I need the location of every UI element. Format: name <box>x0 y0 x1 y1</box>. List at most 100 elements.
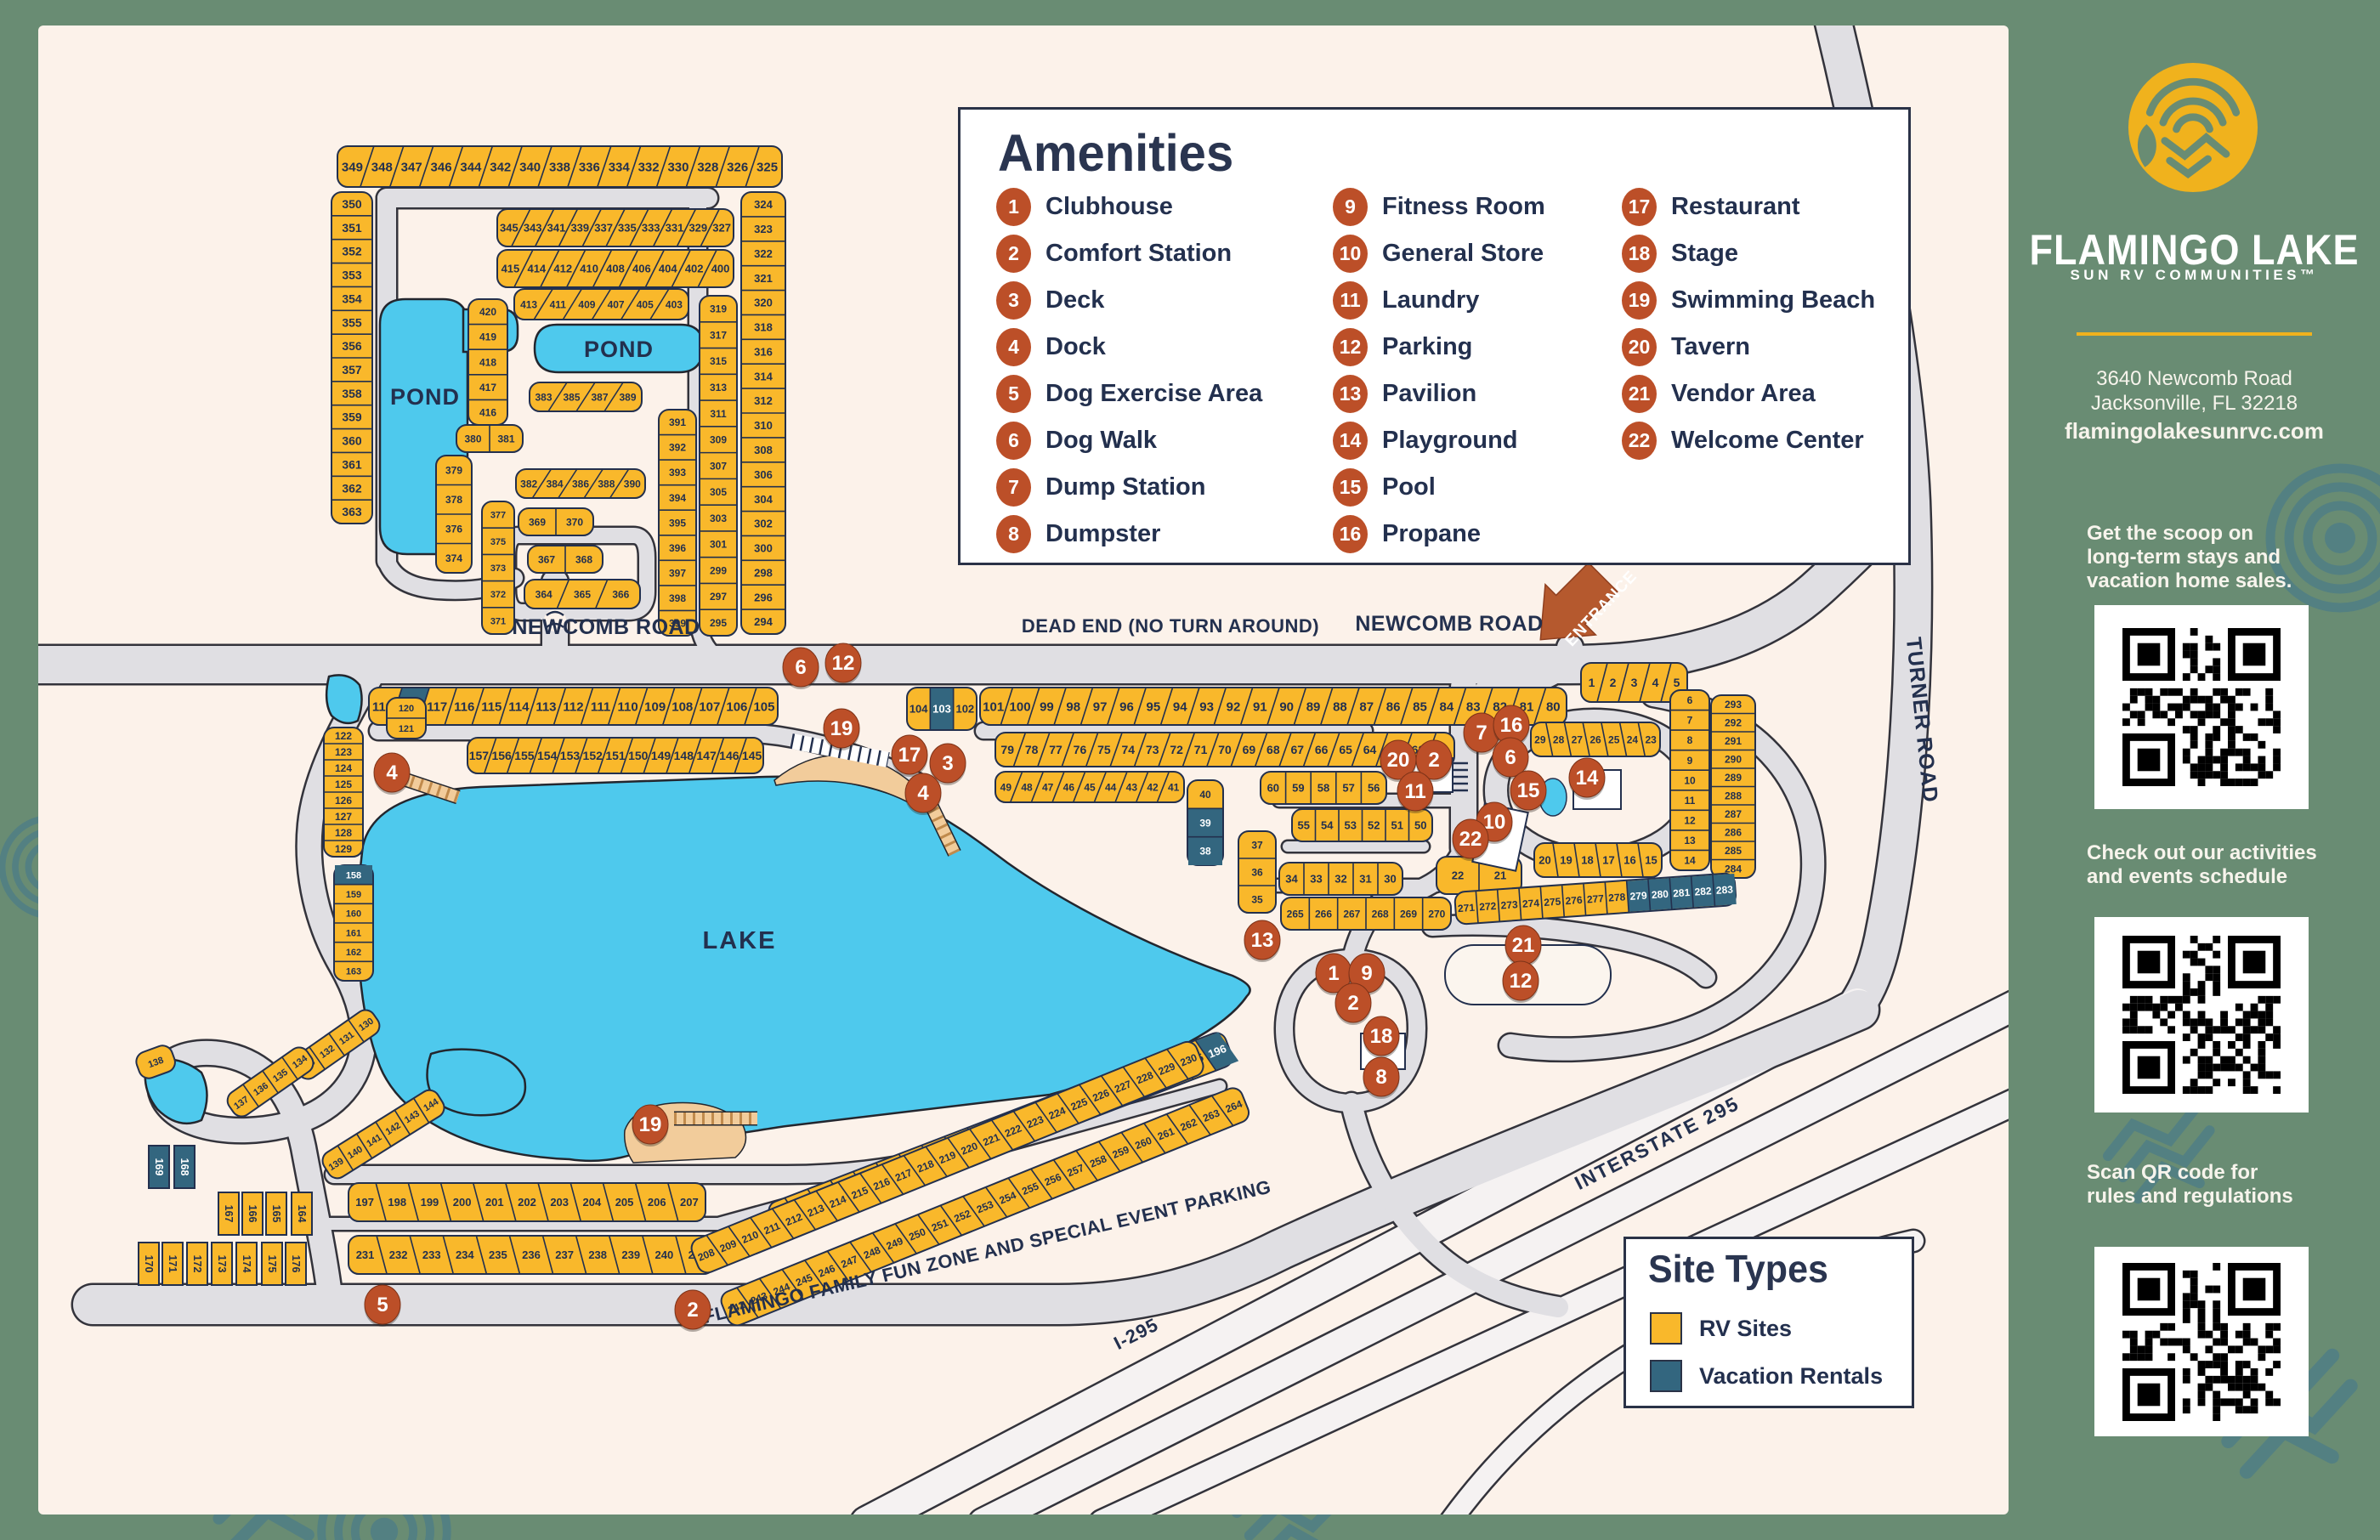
cell-divider <box>1346 687 1360 726</box>
site-number: 76 <box>1074 743 1087 756</box>
site-number: 410 <box>580 263 598 275</box>
cell-divider <box>1637 842 1644 878</box>
site-number: 202 <box>518 1196 536 1209</box>
site-row-119-105: 1191181171161151141131121111101091081071… <box>368 687 779 726</box>
amenity-label: Deck <box>1046 286 1105 314</box>
site-number: 150 <box>628 749 649 762</box>
site-types-legend: Site Types RV Sites Vacation Rentals <box>1624 1237 1914 1408</box>
cell-divider <box>689 687 703 726</box>
site-number: 2 <box>1610 676 1617 689</box>
cell-divider <box>1037 732 1051 767</box>
cell-divider <box>475 1235 488 1275</box>
cell-divider <box>525 687 540 726</box>
cell-divider <box>634 687 649 726</box>
map-marker-6: 6 <box>782 647 819 689</box>
qr-module <box>2145 1338 2153 1345</box>
cell-divider <box>1194 1039 1217 1072</box>
cell-divider <box>565 249 586 288</box>
site-number: 25 <box>1608 733 1620 745</box>
qr-module <box>2205 1330 2213 1339</box>
qr-module <box>2197 1056 2206 1064</box>
cell-divider <box>947 1137 970 1169</box>
qr-module <box>2129 695 2138 704</box>
site-number: 68 <box>1266 743 1280 756</box>
site-number: 152 <box>583 749 604 762</box>
cell-divider <box>505 1182 517 1222</box>
qr-module <box>2235 763 2243 772</box>
site-number: 414 <box>527 263 546 275</box>
site-cell-bg <box>261 1242 283 1286</box>
map-marker-7: 7 <box>1463 712 1500 755</box>
map-marker-3: 3 <box>929 743 966 785</box>
site-number: 171 <box>167 1255 178 1273</box>
site-number: 121 <box>399 724 414 734</box>
site-number: 359 <box>342 410 362 424</box>
cell-divider <box>1057 1093 1080 1124</box>
qr-module <box>2190 658 2198 666</box>
qr-module <box>2242 1056 2251 1064</box>
site-number: 297 <box>710 591 727 603</box>
qr-section-line: Check out our activities <box>2087 841 2317 864</box>
site-number: 70 <box>1218 743 1232 756</box>
site-number: 276 <box>1565 894 1583 907</box>
site-number: 73 <box>1146 743 1159 756</box>
qr-module <box>2197 988 2206 996</box>
site-number: 326 <box>727 160 748 174</box>
qr-module <box>2197 1299 2206 1308</box>
site-number: 292 <box>1725 717 1742 729</box>
cell-divider <box>533 288 553 320</box>
qr-module <box>2205 1071 2213 1079</box>
qr-module <box>2220 1056 2228 1064</box>
qr-module <box>2220 1011 2228 1019</box>
qr-module <box>2228 703 2236 711</box>
site-number: 123 <box>335 746 352 758</box>
site-number: 13 <box>1684 835 1696 846</box>
cell-divider <box>620 288 641 320</box>
site-number: 272 <box>1479 900 1497 913</box>
wave <box>1256 1523 1330 1540</box>
wave <box>2102 1104 2200 1162</box>
cell-divider <box>375 1182 387 1222</box>
qr-module <box>2182 1375 2190 1384</box>
qr-module <box>2235 688 2243 696</box>
map-marker-22: 22 <box>1452 818 1489 861</box>
site-number: 321 <box>754 272 773 285</box>
site-cell-bg <box>241 1192 264 1236</box>
qr-module <box>2213 1048 2221 1056</box>
marker-number: 17 <box>898 744 921 767</box>
qr-module <box>2213 665 2221 674</box>
qr-module <box>2175 688 2183 696</box>
cell-divider <box>1012 732 1027 767</box>
site-number: 30 <box>1384 873 1396 886</box>
qr-module <box>2190 628 2198 636</box>
site-number: 324 <box>754 198 773 211</box>
cell-divider <box>881 1163 904 1195</box>
marker-number: 5 <box>377 1294 388 1316</box>
site-number: 110 <box>618 699 638 714</box>
qr-finder <box>2137 1383 2161 1406</box>
site-number: 351 <box>342 221 362 235</box>
qr-module <box>2213 771 2221 779</box>
qr-module <box>2220 688 2228 696</box>
qr-module <box>2213 673 2221 681</box>
qr-module <box>2213 703 2221 711</box>
site-number: 339 <box>570 222 589 235</box>
qr-finder <box>2137 643 2161 666</box>
map-marker-19: 19 <box>823 708 860 750</box>
site-number: 103 <box>932 703 951 716</box>
wave <box>2117 1125 2215 1183</box>
cell-divider <box>1051 771 1065 803</box>
site-number: 86 <box>1386 699 1401 714</box>
cell-divider <box>1166 1049 1189 1080</box>
qr-module <box>2205 1063 2213 1072</box>
qr-module <box>2122 1018 2130 1027</box>
qr-module <box>2213 688 2221 696</box>
site-number: 355 <box>342 315 362 329</box>
cell-divider <box>652 208 673 247</box>
site-cell-174: 174 <box>235 1242 258 1286</box>
